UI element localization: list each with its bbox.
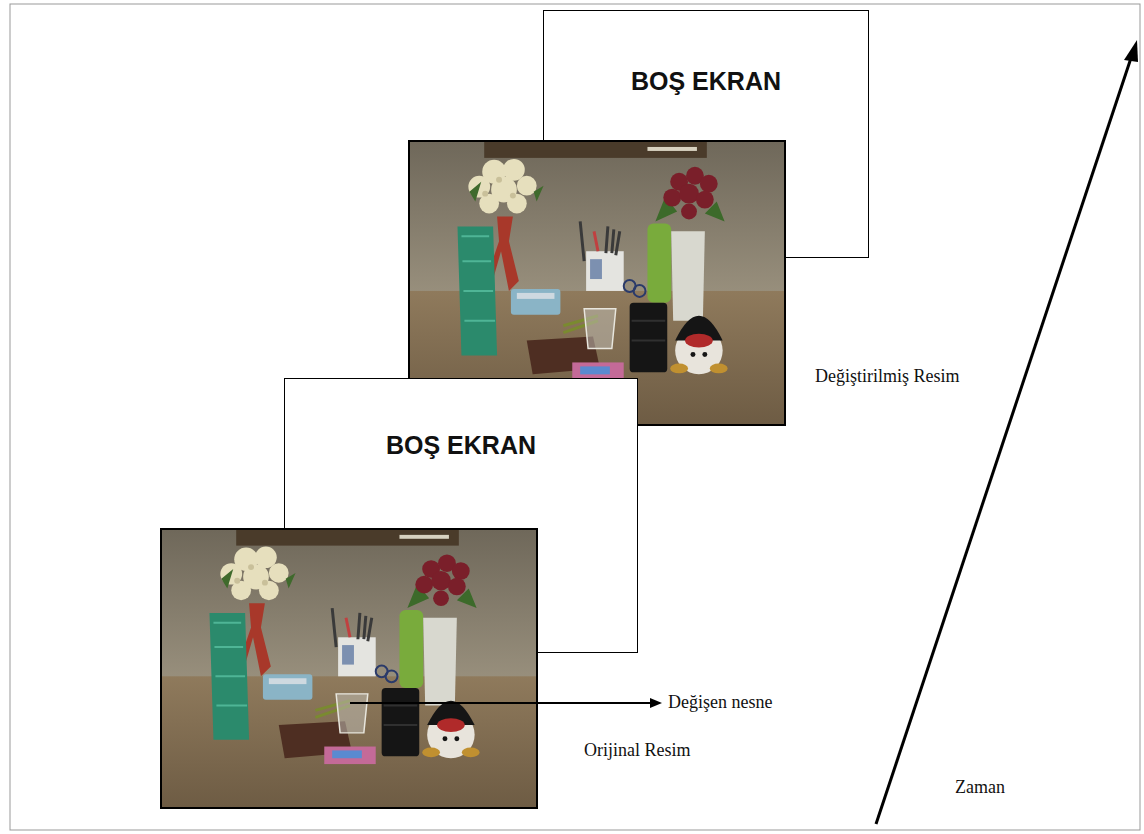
original-photo (160, 528, 538, 809)
blank-screen-label: BOŞ EKRAN (285, 431, 637, 460)
outer-frame (10, 4, 1140, 830)
leader-line (350, 702, 652, 704)
modified-image-label: Değiştirilmiş Resim (815, 366, 960, 387)
time-arrowhead (1124, 40, 1138, 62)
leader-arrowhead (650, 698, 662, 708)
changed-object-label: Değişen nesne (668, 692, 772, 713)
original-image-label: Orijinal Resim (584, 740, 691, 761)
time-label: Zaman (955, 777, 1005, 798)
blank-screen-label: BOŞ EKRAN (544, 67, 868, 96)
time-arrow (876, 58, 1131, 824)
